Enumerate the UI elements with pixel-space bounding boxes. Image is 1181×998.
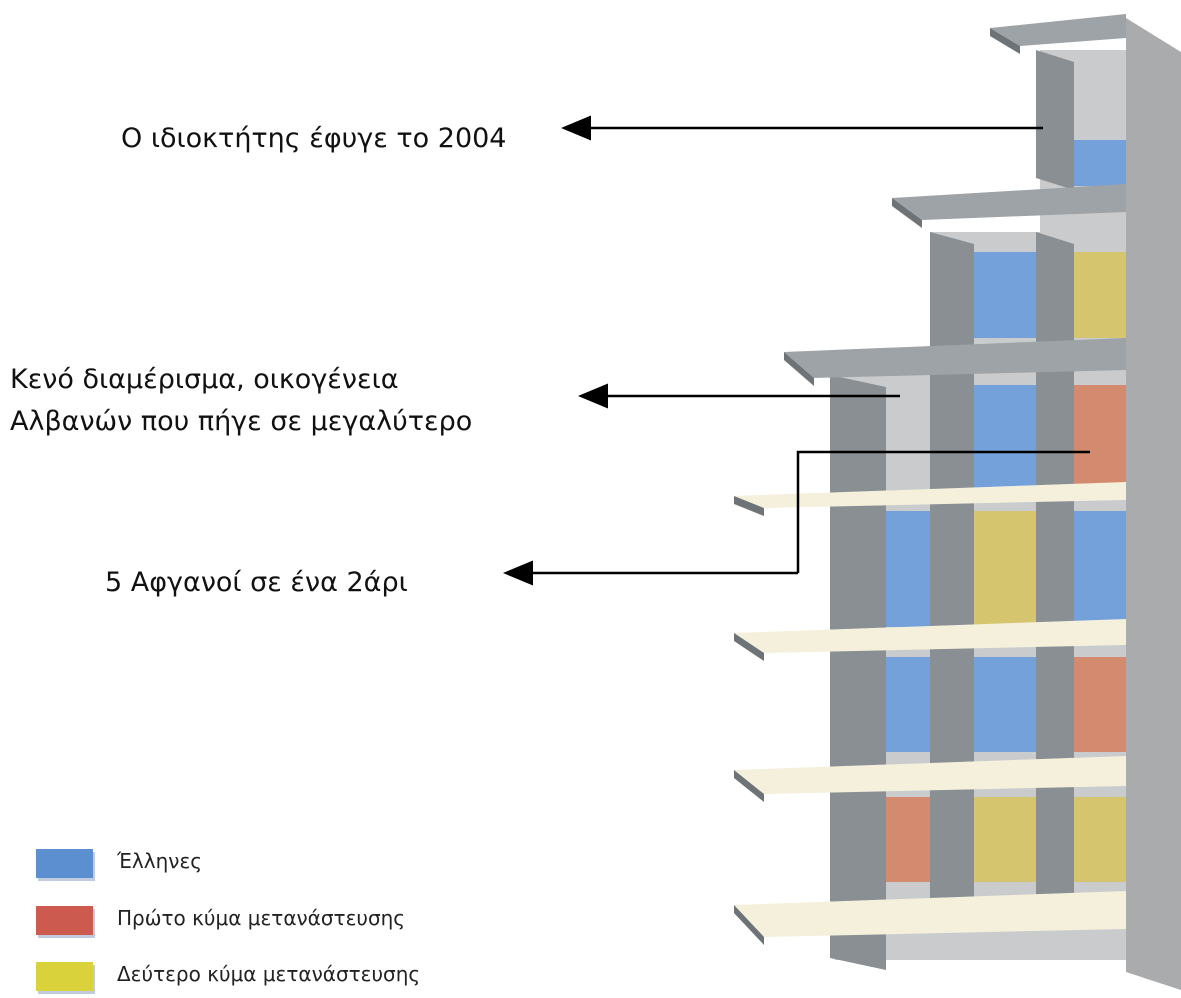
apartment-floor3-unit3 — [1074, 511, 1126, 627]
legend-label-second-wave: Δεύτερο κύμα μετανάστευσης — [117, 962, 421, 986]
apartment-floor5-unit3 — [1074, 252, 1126, 338]
floor-slab-top-6 — [734, 756, 1126, 794]
right-side-wall — [1126, 18, 1181, 990]
floor-slab-top-3 — [784, 338, 1126, 378]
floor-slab-edge-6 — [734, 770, 764, 802]
apartment-floor4-unit3 — [1074, 385, 1126, 493]
floor-slab-top-1 — [990, 14, 1126, 46]
apartment-floor4-unit2 — [974, 385, 1036, 493]
apartment-floor1-unit1 — [886, 797, 930, 882]
wall-1 — [830, 375, 886, 970]
annotation-empty-apartment-line2: Αλβανών που πήγε σε μεγαλύτερο — [10, 406, 473, 437]
floor-slab-top-5 — [734, 619, 1126, 653]
floor-slab-edge-4 — [734, 496, 764, 516]
apartment-floor3-unit1 — [886, 511, 930, 627]
apartment-floor5-unit2 — [974, 252, 1036, 338]
floor-slab-edge-5 — [734, 633, 764, 661]
floor-slab-top-7 — [734, 891, 1126, 937]
apartment-floor2-unit2 — [974, 657, 1036, 752]
apartment-floor2-unit1 — [886, 657, 930, 752]
legend-label-greeks: Έλληνες — [117, 849, 202, 873]
wall-3 — [1036, 232, 1074, 930]
floor-slab-edge-3 — [784, 352, 814, 386]
floor-slab-edge-2 — [892, 198, 922, 228]
arrow-afghans-connector — [796, 450, 1090, 573]
legend-swatch-greeks — [36, 849, 93, 878]
apartment-floor1-unit3 — [1074, 797, 1126, 882]
apartment-floor2-unit3 — [1074, 657, 1126, 752]
annotation-afghans: 5 Αφγανοί σε ένα 2άρι — [105, 567, 408, 598]
apartment-floor6-unit3 — [1074, 140, 1126, 186]
floor-slab-top-2 — [892, 184, 1126, 220]
annotation-empty-apartment-line1: Κενό διαμέρισμα, οικογένεια — [10, 364, 399, 395]
legend-label-first-wave: Πρώτο κύμα μετανάστευσης — [117, 906, 406, 930]
floor-slab-edge-7 — [734, 905, 764, 945]
legend-swatch-second-wave — [36, 962, 93, 991]
wall-4 — [1036, 50, 1074, 190]
legend-swatch-first-wave — [36, 906, 93, 935]
annotation-owner-left: Ο ιδιοκτήτης έφυγε το 2004 — [121, 123, 507, 154]
apartment-floor3-unit2 — [974, 511, 1036, 627]
wall-2 — [930, 232, 974, 930]
building-structure — [734, 14, 1181, 990]
floor-slab-top-4 — [734, 482, 1126, 508]
apartment-floor1-unit2 — [974, 797, 1036, 882]
annotation-arrows — [503, 115, 1090, 586]
floor-slab-edge-1 — [990, 28, 1020, 54]
